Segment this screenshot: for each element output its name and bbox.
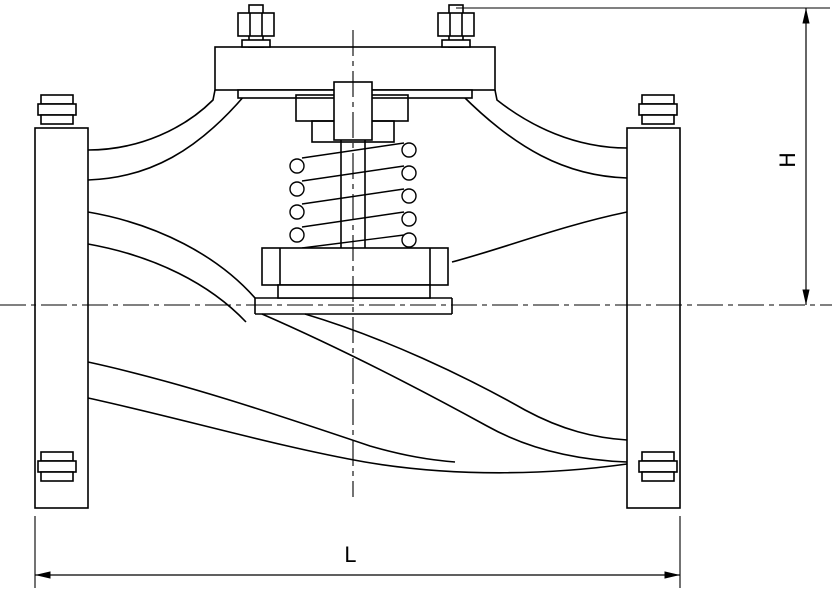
left-flange-top-stud xyxy=(37,94,77,125)
stud-segment xyxy=(641,94,675,105)
disc-assembly xyxy=(261,247,449,299)
right-flange-bottom-stud xyxy=(638,451,678,482)
body-line xyxy=(87,243,247,323)
nut-facet-lines xyxy=(449,13,463,36)
spring-coil-section xyxy=(289,204,305,220)
body-line xyxy=(461,94,628,179)
valve-stem xyxy=(340,140,366,248)
left-flange-plate xyxy=(34,127,89,509)
body-line xyxy=(494,89,628,149)
partition-sweep xyxy=(261,313,628,463)
disc-face xyxy=(277,284,431,299)
h-dimension-label: H xyxy=(776,152,800,168)
body-line xyxy=(87,94,246,181)
bolt-washer xyxy=(441,39,471,48)
l-dimension: L xyxy=(34,516,681,588)
bolt-nut xyxy=(437,12,475,37)
spring-coil xyxy=(301,142,405,159)
body-line xyxy=(451,211,628,263)
stud-segment xyxy=(638,460,678,473)
bolt-nut xyxy=(237,12,275,37)
spring-coil-section xyxy=(289,158,305,174)
l-dimension-label: L xyxy=(344,543,356,567)
right-flange-top-stud xyxy=(638,94,678,125)
bolt-washer xyxy=(241,39,271,48)
right-flange-plate xyxy=(626,127,681,509)
stud-segment xyxy=(641,451,675,462)
stud-segment xyxy=(641,471,675,482)
right-flange xyxy=(626,94,681,509)
stud-segment xyxy=(40,451,74,462)
valve-body-outline xyxy=(87,89,628,474)
spring-coil-section xyxy=(401,142,417,158)
left-flange xyxy=(34,94,89,509)
spring-coil-section xyxy=(289,227,305,243)
spring-coil-section xyxy=(401,232,417,248)
body-line xyxy=(87,211,256,299)
h-dimension: H xyxy=(456,7,830,305)
spring-coil-section xyxy=(401,188,417,204)
stud-segment xyxy=(40,114,74,125)
bonnet-bolt-right xyxy=(437,4,475,48)
stud-segment xyxy=(40,471,74,482)
nut-facet-lines xyxy=(249,13,263,36)
bonnet xyxy=(214,46,496,143)
spring-coil-section xyxy=(401,165,417,181)
spring xyxy=(289,142,417,249)
bonnet-bolt-left xyxy=(237,4,275,48)
partition-sweep xyxy=(304,313,628,441)
spring-coil-section xyxy=(401,211,417,227)
spring-coil-section xyxy=(289,181,305,197)
stud-segment xyxy=(641,114,675,125)
body-line xyxy=(87,397,628,474)
body-line xyxy=(87,361,456,463)
stud-segment xyxy=(40,94,74,105)
stud-segment xyxy=(37,103,77,116)
body-line xyxy=(87,89,216,151)
disc-holder xyxy=(261,247,449,286)
stud-segment xyxy=(638,103,678,116)
stud-segment xyxy=(37,460,77,473)
left-flange-bottom-stud xyxy=(37,451,77,482)
drawing-root: H L xyxy=(0,4,832,588)
